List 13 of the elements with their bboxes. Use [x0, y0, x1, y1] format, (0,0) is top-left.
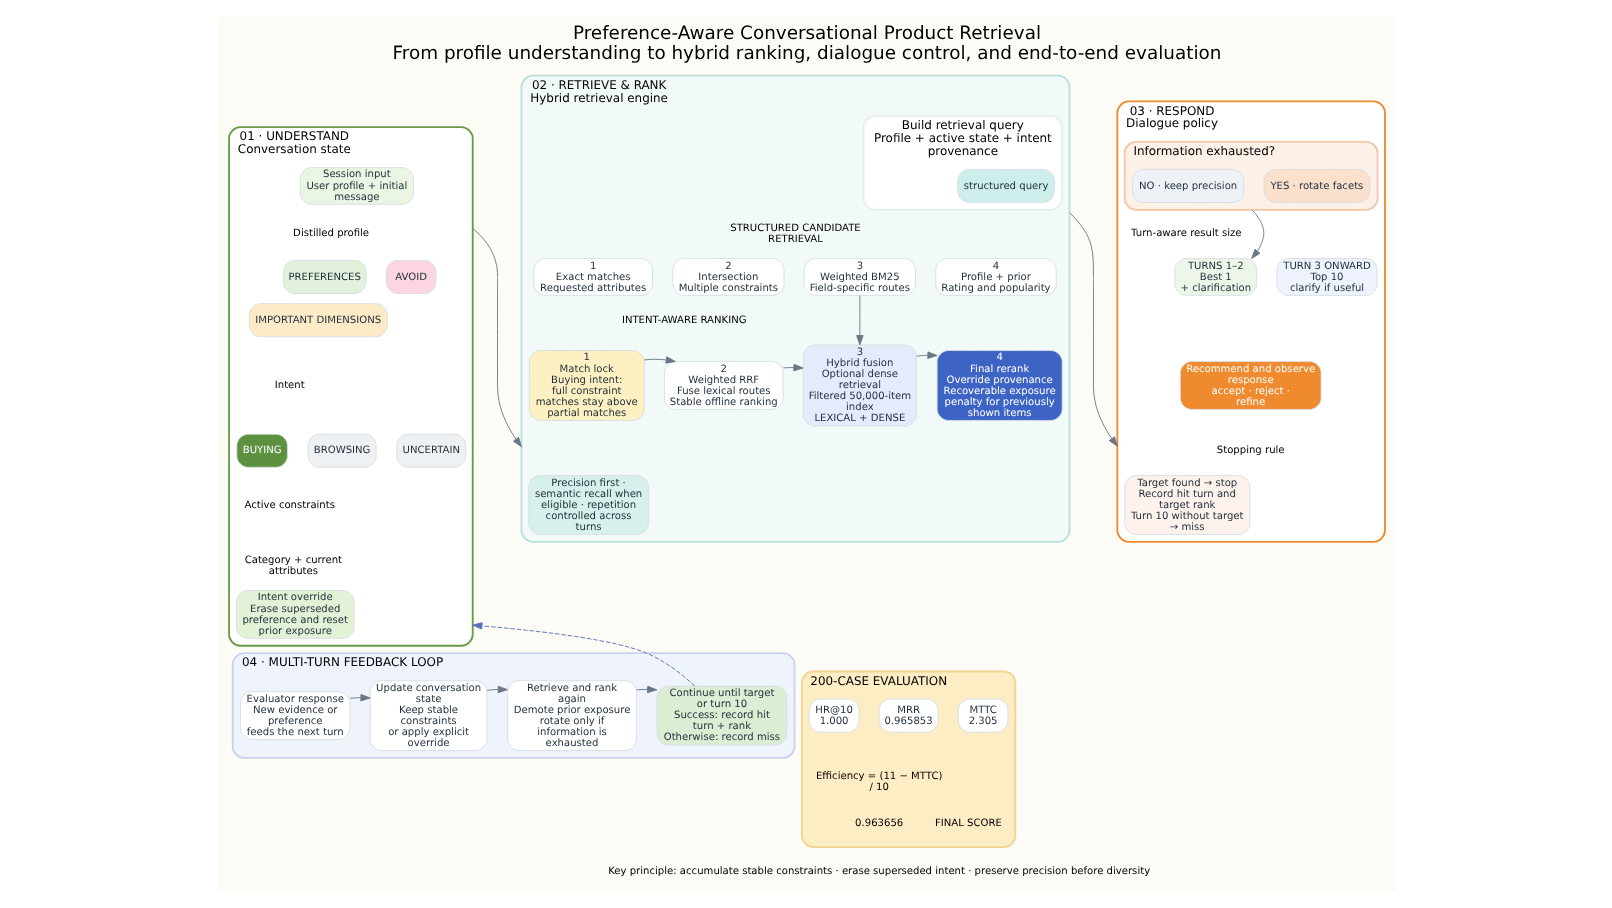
arrow [348, 694, 370, 702]
caption: From profile understanding to hybrid ranking, dialogue control, and end-to-end evaluation [391, 43, 1221, 66]
arrow [1068, 212, 1117, 447]
arrow [781, 363, 803, 372]
arrow [1250, 209, 1264, 259]
arrow [915, 351, 937, 359]
arrow [635, 685, 657, 694]
diagram-title: Preference-Aware Conversational Product Retrieval [571, 22, 1041, 45]
arrow [471, 622, 695, 687]
arrow [485, 685, 507, 694]
arrow [471, 227, 521, 448]
arrow [855, 295, 863, 346]
arrow [642, 356, 675, 364]
